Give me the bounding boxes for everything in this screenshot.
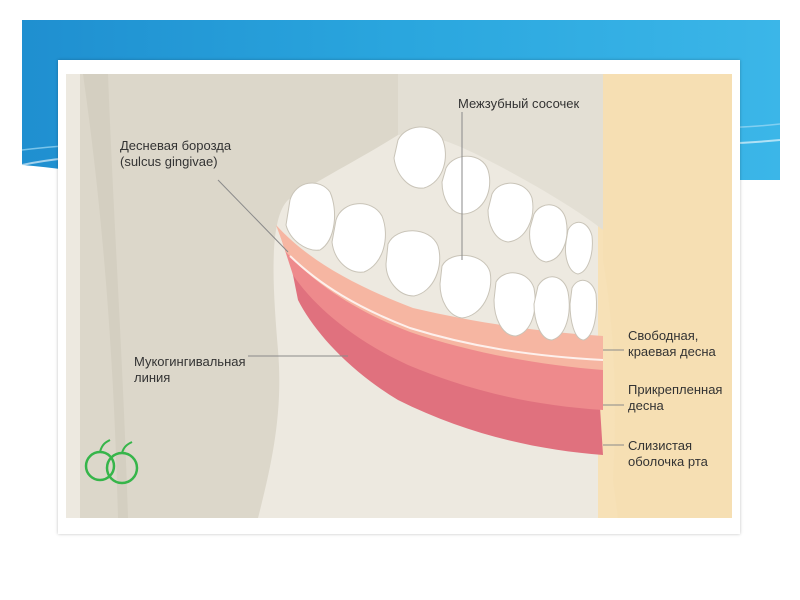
label-attached-gum: Прикрепленная десна [628,382,723,413]
label-interdental-papilla: Межзубный сосочек [458,96,580,111]
jaw-illustration [66,74,732,518]
jaw-bone-left [80,74,398,518]
attached-gum-area [280,235,603,410]
label-mucosa: Слизистая оболочка рта [628,438,708,469]
upper-jaw [398,74,603,230]
label-gingival-sulcus: Десневая борозда (sulcus gingivae) [120,138,232,169]
label-mucogingival-line: Мукогингивальная линия [134,354,246,385]
label-free-gum: Свободная, краевая десна [628,328,716,359]
green-apples-logo-icon [84,439,139,485]
upper-teeth [393,126,593,275]
lower-teeth [285,182,597,341]
leader-lines [217,112,624,446]
gum-anatomy-figure: Межзубный сосочек Десневая борозда (sulc… [58,60,740,534]
mucosa-area [286,240,603,455]
